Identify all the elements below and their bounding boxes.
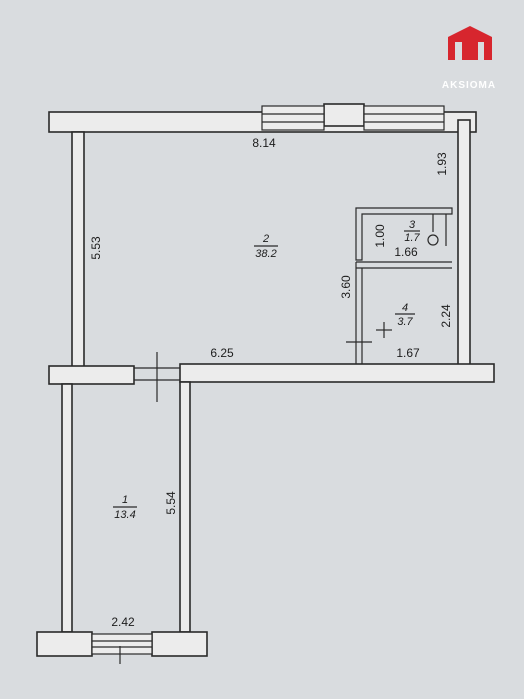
room-4-number: 4 [402, 302, 408, 314]
middle-wall-left [48, 365, 135, 385]
room-1-number: 1 [122, 494, 128, 506]
room-3-area: 1.7 [404, 232, 420, 244]
room-3-number: 3 [409, 219, 416, 231]
dim-middle-width: 6.25 [210, 346, 234, 360]
middle-wall-right [179, 363, 495, 383]
room-2-area: 38.2 [255, 248, 276, 260]
bottom-window [91, 633, 153, 655]
left-upper-wall [71, 131, 85, 369]
dim-partition: 3.60 [339, 275, 353, 299]
dim-bottom-width: 2.42 [111, 615, 135, 629]
dimension-labels: 8.14 1.93 5.53 1.00 1.66 3.60 2.24 1.67 … [89, 136, 453, 629]
dim-bath-height: 1.00 [373, 224, 387, 248]
right-lower-wall [179, 381, 191, 633]
dim-wc-height: 2.24 [439, 304, 453, 328]
aksioma-logo: AKSIOMA [442, 26, 496, 91]
top-window [261, 105, 445, 131]
dim-lower-height: 5.54 [164, 491, 178, 515]
dim-bath-width: 1.66 [394, 245, 418, 259]
top-window-frame [323, 103, 365, 127]
bathroom-partitions [355, 207, 453, 261]
logo-mark-icon [448, 26, 492, 60]
dim-top-width: 8.14 [252, 136, 276, 150]
room-labels: 1 13.4 2 38.2 3 1.7 4 3.7 [113, 219, 421, 521]
room-1-area: 13.4 [114, 509, 135, 521]
room-2-number: 2 [262, 233, 269, 245]
right-wall [457, 119, 471, 367]
dim-left-upper: 5.53 [89, 236, 103, 260]
left-lower-wall [61, 383, 73, 633]
bottom-wall-right [151, 631, 208, 657]
dim-right-upper: 1.93 [435, 152, 449, 176]
dim-wc-width: 1.67 [396, 346, 420, 360]
room-4-area: 3.7 [397, 316, 413, 328]
walls [36, 103, 495, 664]
bottom-wall-left [36, 631, 93, 657]
sink-icon [427, 234, 439, 246]
logo-text: AKSIOMA [442, 80, 496, 91]
